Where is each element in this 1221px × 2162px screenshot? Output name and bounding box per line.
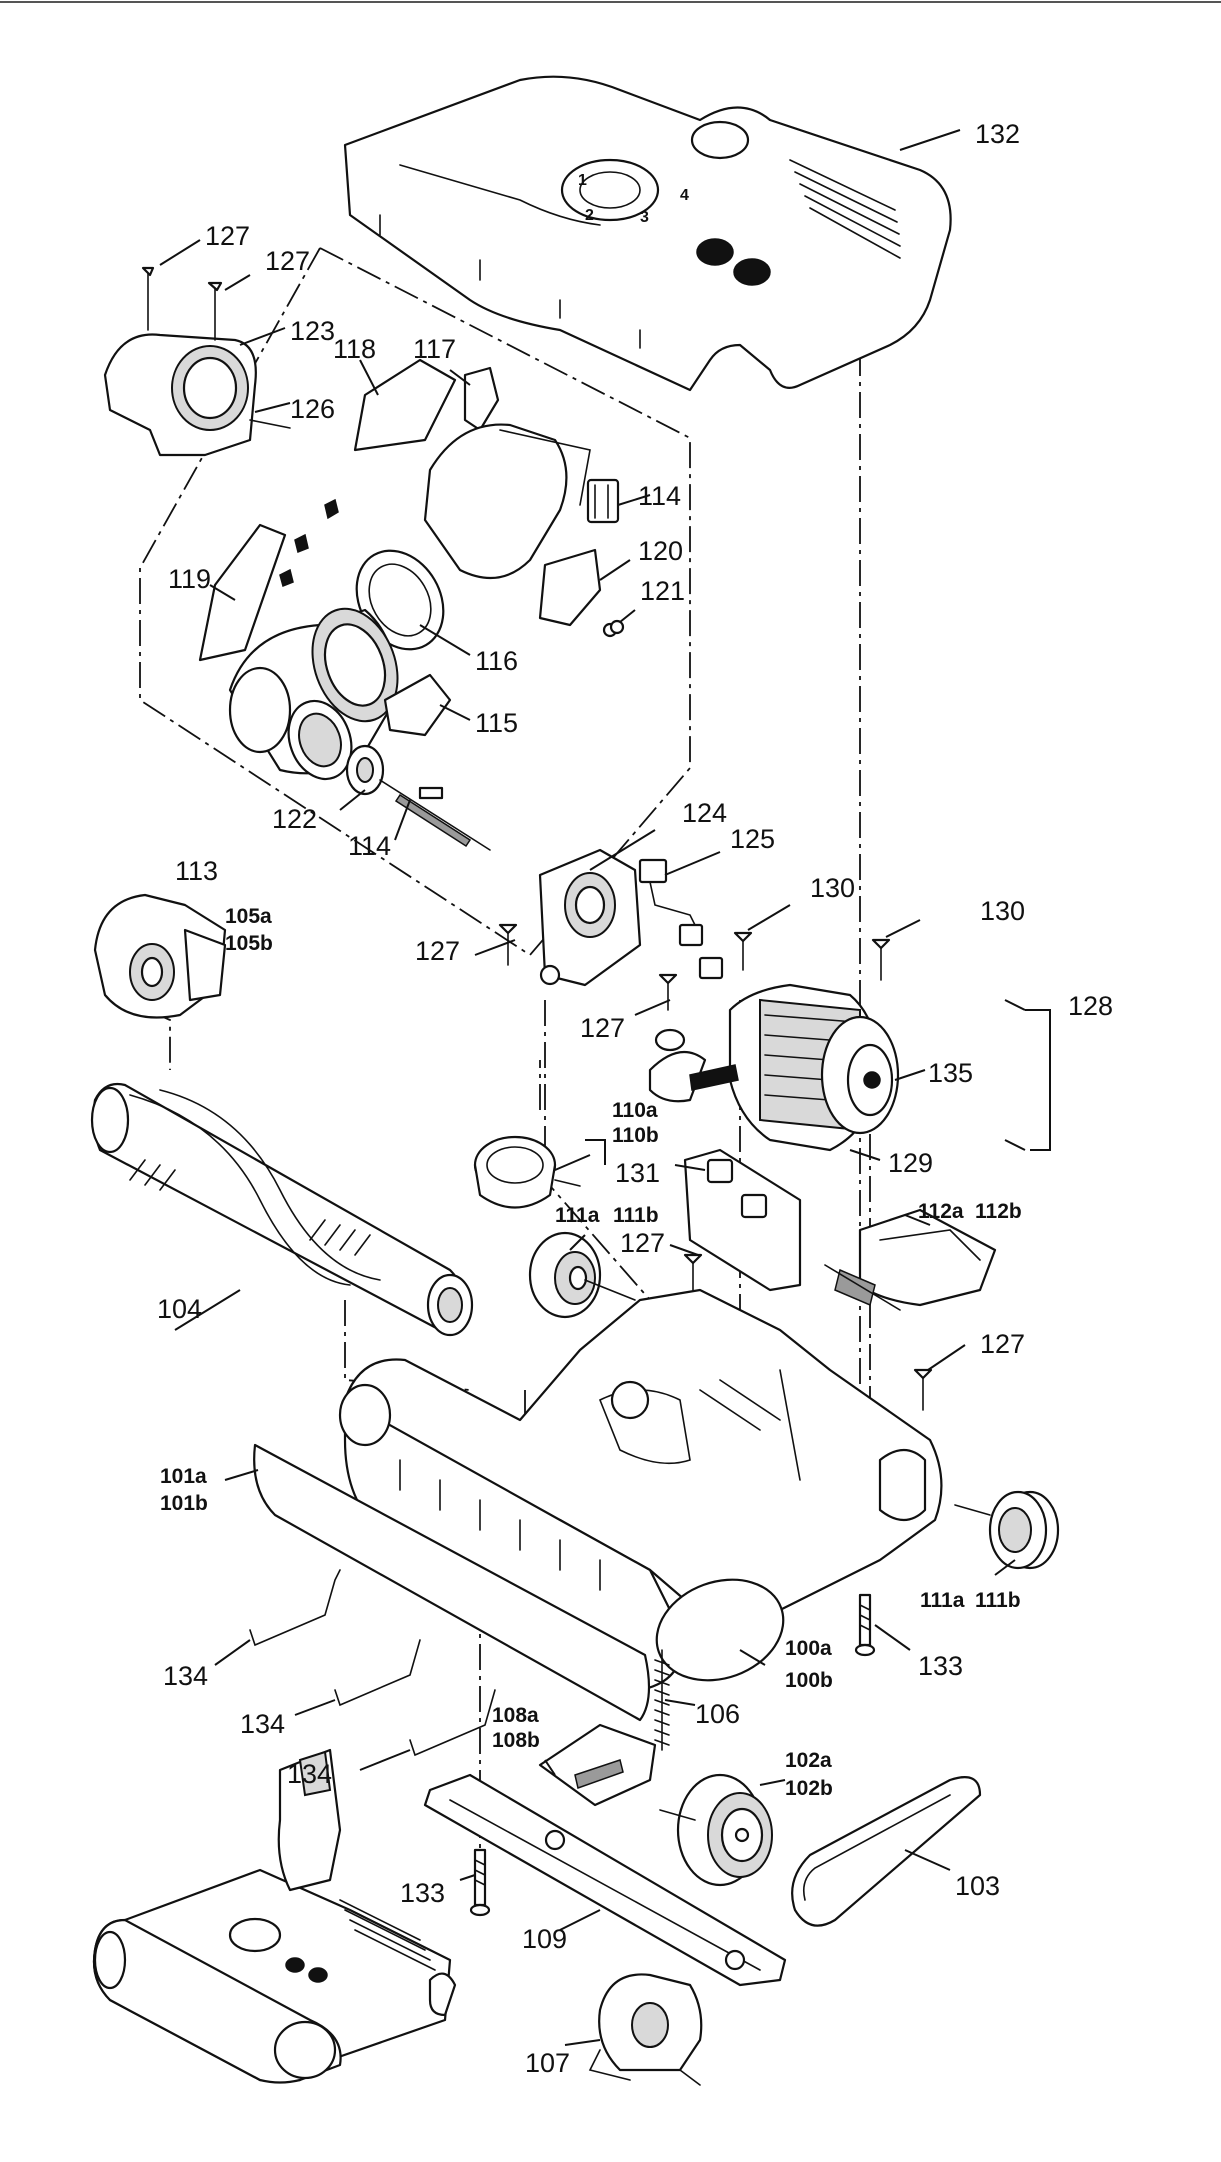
callout-110b: 110b [612,1124,659,1147]
slide-bar-part [423,1773,787,1987]
cover-numeral-3: 3 [640,209,649,226]
callout-134-b: 134 [240,1709,285,1739]
cover-numerals: 1 2 3 4 [578,172,689,226]
top-cover-part [343,75,952,392]
screw-127-e [683,1253,703,1291]
cover-numeral-1: 1 [578,172,587,189]
callout-111b-lower: 111b [975,1589,1021,1612]
callout-130-a: 130 [810,873,855,903]
callout-133-b: 133 [400,1878,445,1908]
callout-131: 131 [615,1158,660,1188]
callout-110a: 110a [612,1099,658,1122]
callout-117: 117 [413,334,456,364]
callout-127-c: 127 [415,936,460,966]
base-housing-part [338,1288,943,1692]
callout-103: 103 [955,1871,1000,1901]
callout-134-c: 134 [287,1759,332,1789]
callout-101b: 101b [160,1492,208,1515]
callout-130-b: 130 [980,896,1025,926]
leader-lines [159,129,1051,2046]
callout-109: 109 [522,1924,567,1954]
callout-105a: 105a [225,905,272,928]
callout-132: 132 [975,119,1020,149]
callout-125: 125 [730,824,775,854]
screw-121 [609,619,625,635]
screw-130-a [733,931,753,971]
agitator-end-part [473,1135,581,1209]
callout-127-d: 127 [580,1013,625,1043]
callout-122: 122 [272,804,317,834]
callout-111b-upper: 111b [613,1204,659,1227]
screw-127-a [498,923,518,966]
callout-112a: 112a [918,1200,964,1223]
screw-127-b [658,973,678,1011]
callout-111a-upper: 111a [555,1204,600,1227]
callout-107: 107 [525,2048,570,2078]
assembled-nozzle-inset [92,1748,457,2084]
screws-group [498,619,933,1411]
callout-113: 113 [175,856,218,886]
callout-127-f: 127 [980,1329,1025,1359]
screw-127-f [913,1368,933,1411]
nozzle-housing-part [103,266,291,457]
callout-123: 123 [290,316,335,346]
callout-102b: 102b [785,1777,833,1800]
bracket-107-part [588,1973,703,2086]
brush-roll-part [90,1082,474,1337]
bumper-part [253,1443,651,1722]
motor-assembly-part [648,983,900,1152]
brake-pedal-part [824,1208,997,1311]
callout-labels: 132 127 127 123 126 118 117 114 120 1 21 … [157,119,1113,2078]
screw-130-b [871,938,891,981]
callout-121: 121 [640,576,685,606]
callout-134-a: 134 [163,1661,208,1691]
wire-spring-134-group [249,1569,496,1757]
callout-124: 124 [682,798,727,828]
callout-115: 115 [475,708,518,738]
callout-108a: 108a [492,1704,539,1727]
callout-119: 119 [168,564,211,594]
callout-114-b: 114 [348,831,391,861]
callout-127-e: 127 [620,1228,665,1258]
callout-104: 104 [157,1294,202,1324]
callout-126: 126 [290,394,335,424]
callout-106: 106 [695,1699,740,1729]
circuit-board-part [683,1148,802,1292]
spring-106-part [654,1649,670,1751]
callout-111a-lower: 111a [920,1589,965,1612]
callout-128: 128 [1068,991,1113,1021]
callout-100b: 100b [785,1669,833,1692]
wheel-111-upper-part [528,1231,636,1319]
plate-108-part [538,1723,657,1807]
callout-127-a: 127 [205,221,250,251]
motor-bracket-part [538,848,724,987]
pulley-102-part [659,1773,773,1887]
cover-numeral-4: 4 [680,187,689,204]
callout-105b: 105b [225,932,273,955]
cover-numeral-2: 2 [585,207,594,224]
callout-135: 135 [928,1058,973,1088]
drive-assembly-group [198,358,620,851]
screw-133-group [469,1593,876,1917]
callout-108b: 108b [492,1729,540,1752]
callout-118: 118 [333,334,376,364]
callout-114-a: 114 [638,481,681,511]
belt-103-part [791,1776,982,1927]
callout-112b: 112b [975,1200,1022,1223]
callout-100a: 100a [785,1637,832,1660]
callout-120: 120 [638,536,683,566]
callout-102a: 102a [785,1749,832,1772]
end-cap-part [93,893,227,1019]
callout-101a: 101a [160,1465,207,1488]
wheel-111-lower-part [954,1490,1060,1570]
callout-116: 116 [475,646,518,676]
callout-127-b: 127 [265,246,310,276]
callout-129: 129 [888,1148,933,1178]
callout-133-a: 133 [918,1651,963,1681]
